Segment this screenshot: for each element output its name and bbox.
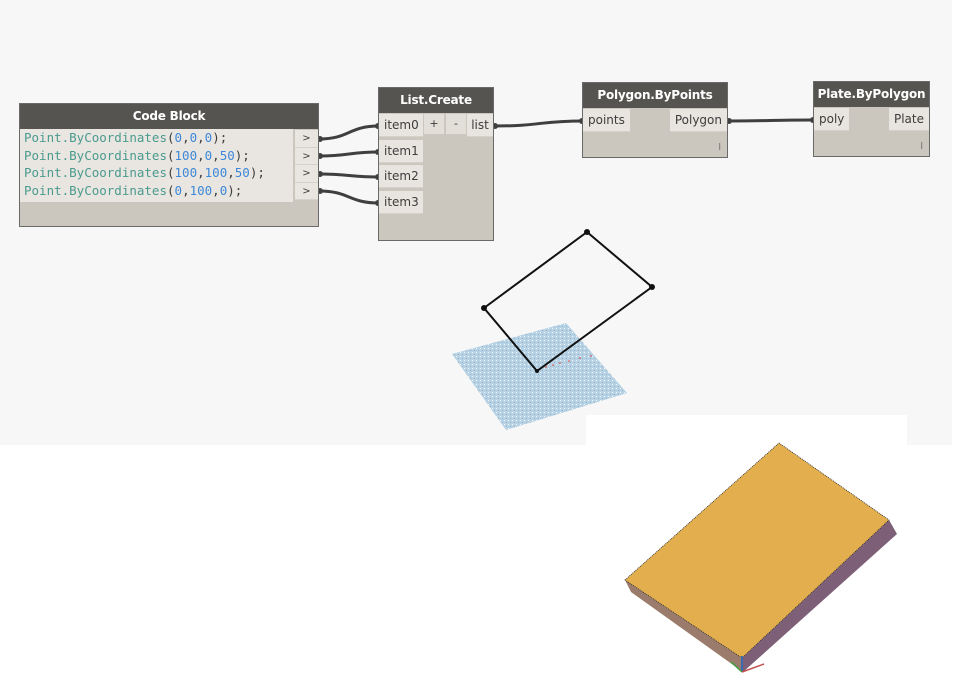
output-port-2[interactable]: > bbox=[294, 165, 318, 183]
wire-polygon-poly[interactable] bbox=[728, 118, 814, 123]
input-port-item0[interactable]: item0 bbox=[379, 114, 423, 137]
point-preview bbox=[584, 229, 590, 235]
output-port-1[interactable]: > bbox=[294, 147, 318, 165]
plate-side-right bbox=[742, 520, 897, 672]
wire-list-points[interactable] bbox=[493, 119, 584, 128]
output-port-list[interactable]: list bbox=[467, 114, 493, 137]
point-preview bbox=[481, 305, 487, 311]
grid-surface-preview bbox=[452, 323, 627, 430]
output-port-plate[interactable]: Plate bbox=[888, 108, 929, 131]
input-port-item1[interactable]: item1 bbox=[379, 140, 423, 163]
code-line: Point.ByCoordinates(100,100,50); bbox=[24, 165, 265, 180]
output-port-3[interactable]: > bbox=[294, 182, 318, 200]
node-title: Polygon.ByPoints bbox=[583, 83, 727, 108]
input-port-poly[interactable]: poly bbox=[814, 108, 850, 131]
wire-point3-item3[interactable] bbox=[318, 189, 380, 205]
viewport-overlap bbox=[586, 415, 907, 445]
node-polygon-by-points[interactable]: Polygon.ByPoints points Polygon l bbox=[582, 82, 728, 158]
node-title: Code Block bbox=[20, 104, 318, 129]
code-line: Point.ByCoordinates(0,100,0); bbox=[24, 182, 243, 198]
code-editor[interactable]: Point.ByCoordinates(0,0,0); Point.ByCoor… bbox=[20, 129, 293, 202]
add-input-button[interactable]: + bbox=[424, 114, 444, 134]
plate-preview[interactable] bbox=[624, 442, 897, 673]
node-title: Plate.ByPolygon bbox=[814, 82, 929, 107]
node-title: List.Create bbox=[379, 88, 493, 113]
code-line: Point.ByCoordinates(0,0,0); bbox=[24, 130, 228, 145]
lacing-indicator[interactable]: l bbox=[920, 142, 923, 152]
output-port-polygon[interactable]: Polygon bbox=[669, 109, 727, 132]
node-plate-by-polygon[interactable]: Plate.ByPolygon poly Plate l bbox=[813, 81, 930, 157]
point-preview bbox=[535, 369, 539, 373]
input-port-item3[interactable]: item3 bbox=[379, 191, 423, 214]
axis-y-icon bbox=[730, 661, 743, 673]
output-port-0[interactable]: > bbox=[294, 130, 318, 148]
wire-point1-item1[interactable] bbox=[318, 150, 380, 158]
point-preview bbox=[649, 284, 655, 290]
wire-point0-item0[interactable] bbox=[318, 124, 380, 141]
lacing-indicator[interactable]: l bbox=[718, 143, 721, 153]
remove-input-button[interactable]: - bbox=[446, 114, 466, 134]
plate-top bbox=[624, 442, 890, 659]
input-port-item2[interactable]: item2 bbox=[379, 165, 423, 188]
input-port-points[interactable]: points bbox=[583, 109, 630, 132]
code-line: Point.ByCoordinates(100,0,50); bbox=[24, 147, 250, 163]
node-code-block[interactable]: Code Block Point.ByCoordinates(0,0,0); P… bbox=[19, 103, 319, 227]
wire-point2-item2[interactable] bbox=[318, 172, 380, 179]
plate-side-left bbox=[625, 580, 743, 672]
axis-x-icon bbox=[741, 663, 765, 673]
node-list-create[interactable]: List.Create item0 item1 item2 item3 + - … bbox=[378, 87, 494, 241]
